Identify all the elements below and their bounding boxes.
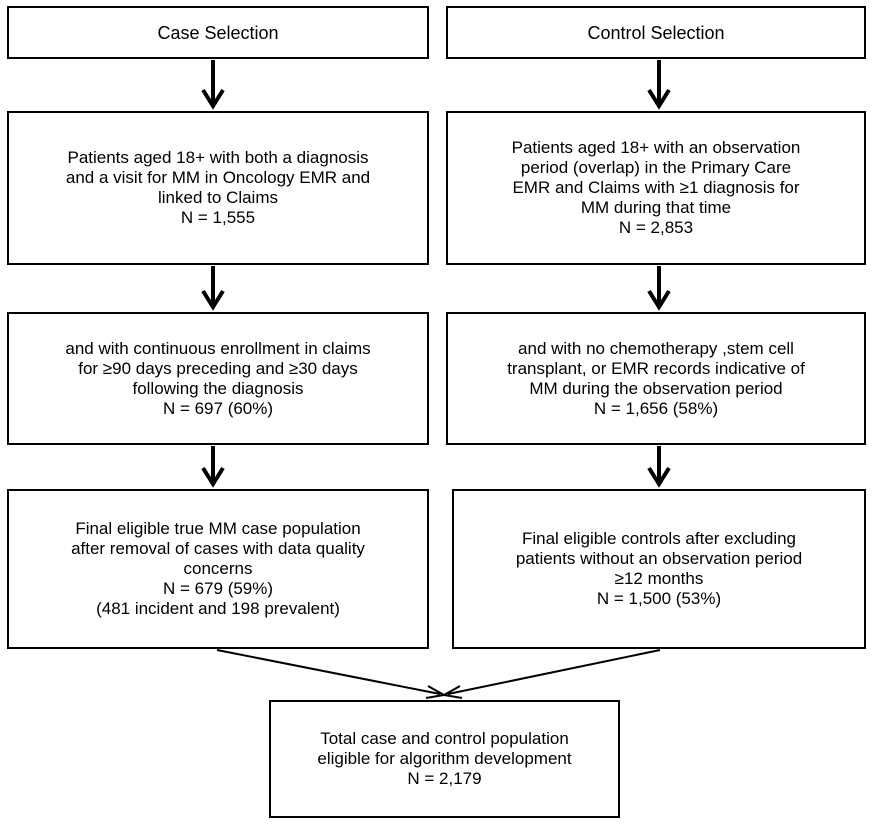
case-step2-line: following the diagnosis xyxy=(132,378,304,398)
case-step1-count: N = 1,555 xyxy=(180,208,256,227)
case-arrow-3 xyxy=(201,446,225,488)
control-arrow-3 xyxy=(647,446,671,488)
control-step1-line: period (overlap) in the Primary Care xyxy=(520,158,792,177)
control-step2-box: and with no chemotherapy ,stem cell tran… xyxy=(446,312,866,445)
case-arrow-1 xyxy=(201,60,225,110)
total-population-box: Total case and control population eligib… xyxy=(269,700,620,818)
control-step3-line: ≥12 months xyxy=(614,569,704,588)
case-step3-box: Final eligible true MM case population a… xyxy=(7,489,429,649)
converge-arrow-left xyxy=(216,649,447,699)
control-step2-line: transplant, or EMR records indicative of xyxy=(507,358,805,378)
control-step2-count: N = 1,656 (58%) xyxy=(593,398,719,418)
case-selection-title: Case Selection xyxy=(157,22,279,43)
total-line: Total case and control population xyxy=(320,729,569,748)
case-step2-count: N = 697 (60%) xyxy=(162,398,274,418)
case-step1-line: linked to Claims xyxy=(158,188,278,207)
case-arrow-2 xyxy=(201,266,225,311)
case-step3-line: after removal of cases with data quality xyxy=(71,539,365,558)
control-step3-box: Final eligible controls after excluding … xyxy=(452,489,866,649)
control-step1-line: Patients aged 18+ with an observation xyxy=(511,138,801,157)
control-selection-header: Control Selection xyxy=(446,6,866,59)
case-selection-header: Case Selection xyxy=(7,6,429,59)
control-arrow-1 xyxy=(647,60,671,110)
case-step3-line: concerns xyxy=(183,559,253,578)
case-step3-breakdown: (481 incident and 198 prevalent) xyxy=(96,599,340,618)
control-step1-line: MM during that time xyxy=(580,198,732,217)
case-step1-line: and a visit for MM in Oncology EMR and xyxy=(65,168,371,187)
case-step1-box: Patients aged 18+ with both a diagnosis … xyxy=(7,111,429,265)
control-step3-line: patients without an observation period xyxy=(515,549,803,568)
control-step1-line: EMR and Claims with ≥1 diagnosis for xyxy=(512,178,800,197)
converge-arrow-right xyxy=(441,649,661,699)
control-arrow-2 xyxy=(647,266,671,311)
case-step2-box: and with continuous enrollment in claims… xyxy=(7,312,429,445)
control-step3-count: N = 1,500 (53%) xyxy=(596,589,722,608)
case-step2-line: and with continuous enrollment in claims xyxy=(65,338,371,358)
control-step2-line: MM during the observation period xyxy=(529,378,783,398)
control-step1-count: N = 2,853 xyxy=(618,218,694,237)
total-count: N = 2,179 xyxy=(407,769,482,788)
control-step2-line: and with no chemotherapy ,stem cell xyxy=(518,338,794,358)
total-line: eligible for algorithm development xyxy=(317,749,572,768)
case-step3-line: Final eligible true MM case population xyxy=(75,519,361,538)
control-selection-title: Control Selection xyxy=(587,22,725,43)
case-step1-line: Patients aged 18+ with both a diagnosis xyxy=(67,148,369,167)
case-step2-line: for ≥90 days preceding and ≥30 days xyxy=(78,358,358,378)
control-step3-line: Final eligible controls after excluding xyxy=(521,529,797,548)
case-step3-count: N = 679 (59%) xyxy=(162,579,274,598)
control-step1-box: Patients aged 18+ with an observation pe… xyxy=(446,111,866,265)
